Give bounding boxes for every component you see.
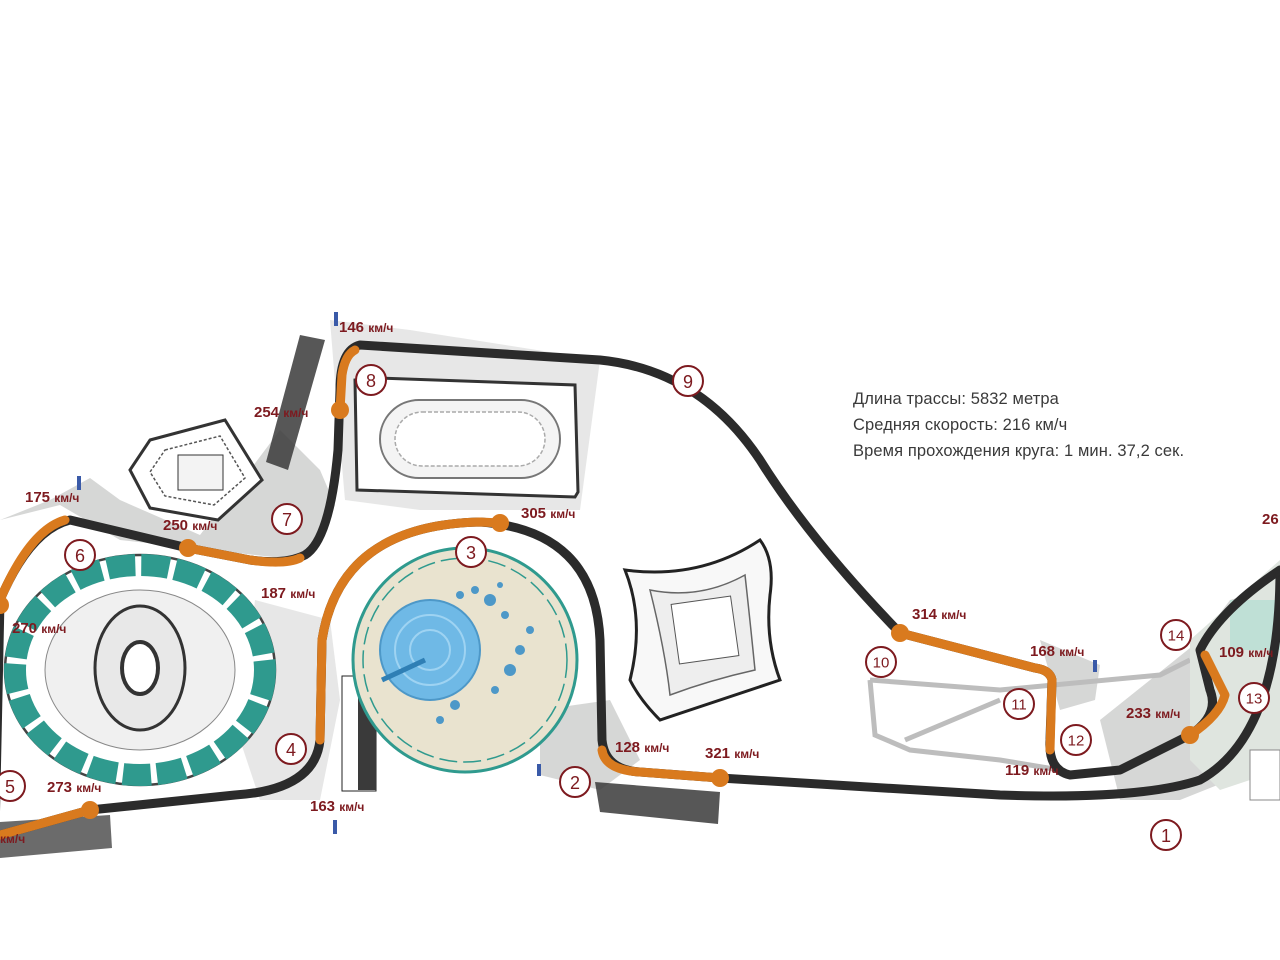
svg-text:6: 6 [75,546,85,566]
speed-unit: км/ч [644,741,669,755]
speed-unit: км/ч [41,622,66,636]
speed-109: 109 [1219,644,1244,661]
svg-text:14: 14 [1168,628,1185,645]
turn-6: 6 [64,539,96,571]
svg-text:13: 13 [1246,691,1263,708]
svg-text:км/ч: км/ч [0,832,25,846]
speed-305: 305 [521,505,546,522]
speed-unit: км/ч [339,800,364,814]
svg-text:4: 4 [286,740,296,760]
speed-250: 250 [163,517,188,534]
braking-zones [0,345,1230,840]
average-speed: Средняя скорость: 216 км/ч [853,416,1068,434]
turn-13: 13 [1238,682,1270,714]
turn-10: 10 [865,646,897,678]
turn-2: 2 [559,766,591,798]
speed-unit: км/ч [1059,645,1084,659]
svg-text:119 км/ч: 119 км/ч [1005,762,1059,779]
speed-168: 168 [1030,643,1055,660]
svg-text:270 км/ч: 270 км/ч [12,620,66,637]
speed-unit: км/ч [368,321,393,335]
speed-dots [0,401,1199,819]
svg-text:12: 12 [1068,733,1085,750]
svg-text:305 км/ч: 305 км/ч [521,505,575,522]
turn-markers: 1 2 3 4 5 6 7 8 9 10 11 12 13 14 [0,364,1270,851]
svg-text:254 км/ч: 254 км/ч [254,404,308,421]
turn-4: 4 [275,733,307,765]
svg-text:2: 2 [570,773,580,793]
turn-1: 1 [1150,819,1182,851]
speed-163: 163 [310,798,335,815]
svg-text:273 км/ч: 273 км/ч [47,779,101,796]
svg-text:163 км/ч: 163 км/ч [310,798,364,815]
speed-187: 187 [261,585,286,602]
turn-12: 12 [1060,724,1092,756]
speed-unit: км/ч [76,781,101,795]
svg-text:233 км/ч: 233 км/ч [1126,705,1180,722]
speed-unit: км/ч [54,491,79,505]
svg-text:146 км/ч: 146 км/ч [339,319,393,336]
speed-26: 26 [1262,511,1279,528]
speed-254: 254 [254,404,280,421]
svg-text:128 км/ч: 128 км/ч [615,739,669,756]
arena-building [353,376,580,499]
svg-text:109 км/ч: 109 км/ч [1219,644,1273,661]
speed-314: 314 [912,606,938,623]
speed-unit: км/ч [941,608,966,622]
speed-unit: км/ч [550,507,575,521]
svg-text:7: 7 [282,510,292,530]
speed-unit: км/ч [1033,764,1058,778]
speed-unit: км/ч [1248,646,1273,660]
svg-text:5: 5 [5,777,15,797]
turn-9: 9 [672,365,704,397]
turn-5: 5 [0,770,26,802]
svg-text:10: 10 [873,655,890,672]
speed-175: 175 [25,489,50,506]
svg-text:250 км/ч: 250 км/ч [163,517,217,534]
iceberg-building [622,537,782,722]
speed-unit: км/ч [734,747,759,761]
flag-markers [77,312,1097,834]
speed-233: 233 [1126,705,1151,722]
svg-text:314 км/ч: 314 км/ч [912,606,966,623]
svg-text:1: 1 [1161,826,1171,846]
svg-text:321 км/ч: 321 км/ч [705,745,759,762]
race-track [0,340,1280,840]
track-info: Длина трассы: 5832 метра Средняя скорост… [853,386,1184,464]
speed-270: 270 [12,620,37,637]
speed-128: 128 [615,739,640,756]
speed-119: 119 [1005,762,1029,779]
turn-11: 11 [1003,688,1035,720]
speed-unit: км/ч [0,832,25,846]
medals-plaza [351,546,579,774]
svg-text:175 км/ч: 175 км/ч [25,489,79,506]
svg-text:9: 9 [683,372,693,392]
speed-146: 146 [339,319,364,336]
svg-text:26: 26 [1262,511,1279,528]
speed-unit: км/ч [283,406,308,420]
turn-3: 3 [455,536,487,568]
lap-time: Время прохождения круга: 1 мин. 37,2 сек… [853,442,1185,460]
svg-text:187 км/ч: 187 км/ч [261,585,315,602]
track-length: Длина трассы: 5832 метра [853,390,1059,408]
svg-text:168 км/ч: 168 км/ч [1030,643,1084,660]
service-road [867,657,1192,773]
speed-unit: км/ч [192,519,217,533]
svg-text:8: 8 [366,371,376,391]
speed-273: 273 [47,779,72,796]
turn-8: 8 [355,364,387,396]
speed-unit: км/ч [1155,707,1180,721]
speed-labels: 146 км/ч 254 км/ч 175 км/ч 250 км/ч 305 … [0,319,1279,846]
speed-unit: км/ч [290,587,315,601]
fisht-stadium [3,553,277,787]
svg-text:11: 11 [1011,697,1027,714]
turn-14: 14 [1160,619,1192,651]
svg-text:3: 3 [466,543,476,563]
small-stadium [128,418,264,522]
speed-321: 321 [705,745,730,762]
turn-7: 7 [271,503,303,535]
